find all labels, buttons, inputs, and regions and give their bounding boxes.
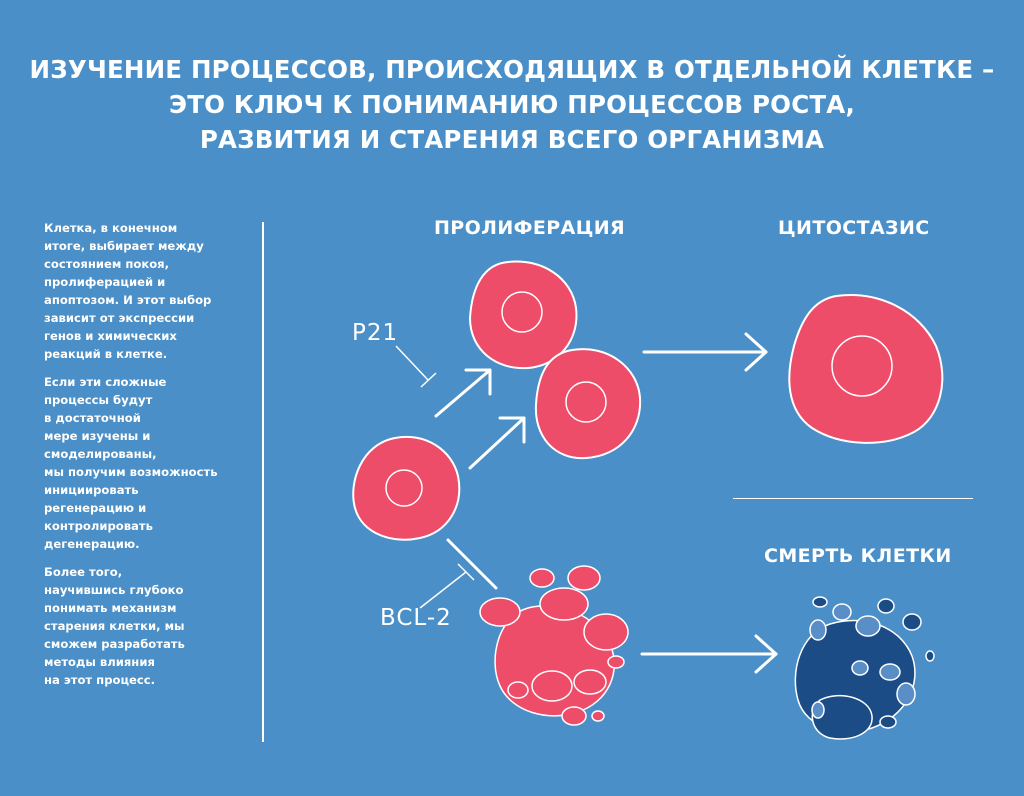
- cytostasis-cell: [788, 294, 944, 444]
- vertical-divider: [262, 222, 264, 742]
- side-line: Клетка, в конечном: [44, 221, 178, 235]
- label-cell-death: СМЕРТЬ КЛЕТКИ: [764, 545, 952, 567]
- apoptosis-path: [446, 538, 498, 590]
- arrow-to-cytostasis: [642, 332, 768, 372]
- side-line: понимать механизм: [44, 601, 177, 615]
- side-paragraph-1: Клетка, в конечном итоге, выбирает между…: [44, 219, 244, 363]
- title-line-1: Изучение процессов, происходящих в отдел…: [29, 55, 995, 84]
- label-cytostasis: ЦИТОСТАЗИС: [778, 217, 930, 239]
- side-line: мы получим возможность: [44, 465, 218, 479]
- side-line: апоптозом. И этот выбор: [44, 293, 212, 307]
- side-line: Если эти сложные: [44, 375, 167, 389]
- page-title: Изучение процессов, происходящих в отдел…: [0, 52, 1024, 157]
- title-line-2: это ключ к пониманию процессов роста,: [169, 90, 855, 119]
- side-line: смоделированы,: [44, 447, 157, 461]
- label-bcl2: BCL-2: [380, 605, 452, 631]
- dead-cell: [794, 596, 935, 740]
- side-line: регенерацию и: [44, 501, 147, 515]
- side-line: старения клетки, мы: [44, 619, 185, 633]
- side-description: Клетка, в конечном итоге, выбирает между…: [44, 219, 244, 699]
- side-line: контролировать: [44, 519, 153, 533]
- side-line: процессы будут: [44, 393, 153, 407]
- side-paragraph-3: Более того, научившись глубоко понимать …: [44, 563, 244, 689]
- label-p21: P21: [352, 320, 399, 346]
- side-line: генов и химических: [44, 329, 177, 343]
- proliferating-cell-1: [468, 260, 578, 370]
- side-line: дегенерацию.: [44, 537, 140, 551]
- side-line: зависит от экспрессии: [44, 311, 195, 325]
- arrow-to-proliferation-2: [468, 416, 526, 470]
- apoptotic-cell: [479, 565, 629, 726]
- source-cell: [352, 435, 461, 541]
- side-line: инициировать: [44, 483, 139, 497]
- side-line: итоге, выбирает между: [44, 239, 204, 253]
- proliferating-cell-2: [534, 348, 642, 460]
- side-line: сможем разработать: [44, 637, 185, 651]
- side-paragraph-2: Если эти сложные процессы будут в достат…: [44, 373, 244, 553]
- side-line: в достаточной: [44, 411, 141, 425]
- title-line-3: развития и старения всего организма: [199, 125, 825, 154]
- side-line: мере изучены и: [44, 429, 151, 443]
- label-proliferation: ПРОЛИФЕРАЦИЯ: [434, 217, 626, 239]
- arrow-to-proliferation-1: [434, 368, 492, 418]
- bcl2-inhibition-marker: [419, 563, 475, 609]
- side-line: реакций в клетке.: [44, 347, 168, 361]
- side-line: пролиферацией и: [44, 275, 166, 289]
- side-line: на этот процесс.: [44, 673, 156, 687]
- side-line: Более того,: [44, 565, 123, 579]
- side-line: методы влияния: [44, 655, 155, 669]
- side-line: научившись глубоко: [44, 583, 184, 597]
- p21-inhibition-marker: [395, 345, 437, 388]
- arrow-to-cell-death: [640, 634, 778, 674]
- horizontal-divider: [733, 498, 973, 499]
- side-line: состоянием покоя,: [44, 257, 170, 271]
